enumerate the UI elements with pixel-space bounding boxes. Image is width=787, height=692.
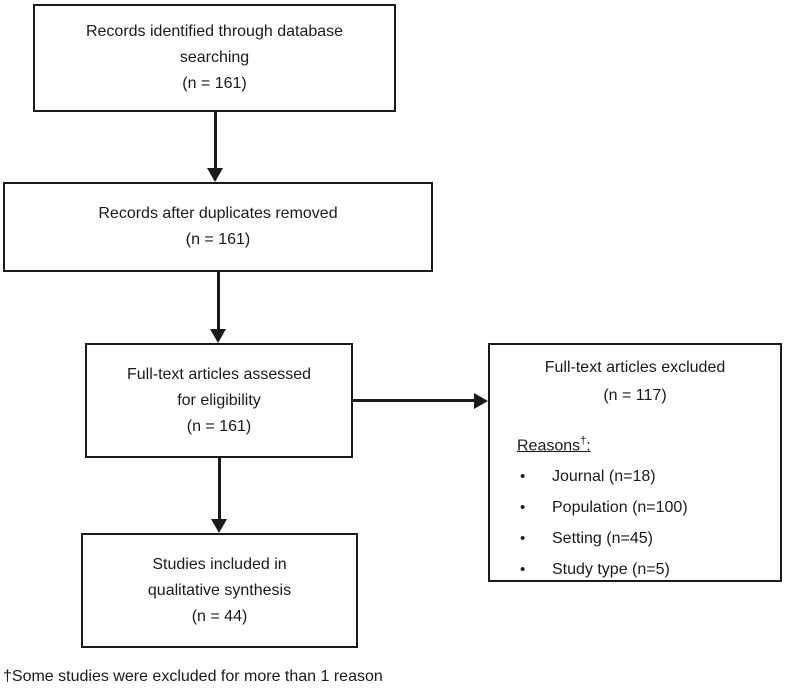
arrow-right-icon bbox=[474, 393, 488, 409]
bullet-icon: • bbox=[520, 561, 526, 579]
box-count: (n = 161) bbox=[186, 417, 252, 435]
arrow-identified-to-duplicates-line bbox=[214, 111, 217, 169]
bullet-icon: • bbox=[520, 499, 526, 517]
box-text-line: qualitative synthesis bbox=[147, 581, 292, 599]
box-count: (n = 117) bbox=[603, 387, 667, 404]
box-records-identified: Records identified through database sear… bbox=[33, 4, 396, 112]
bullet-icon: • bbox=[520, 530, 526, 548]
box-studies-included: Studies included in qualitative synthesi… bbox=[81, 533, 358, 648]
arrow-down-icon bbox=[211, 519, 227, 533]
arrow-duplicates-to-fulltext-line bbox=[217, 271, 220, 330]
list-item: • Journal (n=18) bbox=[517, 461, 780, 492]
arrow-down-icon bbox=[210, 329, 226, 343]
box-text-line: Records identified through database bbox=[85, 23, 344, 40]
box-count: (n = 161) bbox=[185, 231, 251, 248]
box-fulltext-excluded: Full-text articles excluded (n = 117) Re… bbox=[488, 343, 782, 582]
box-text-line: for eligibility bbox=[177, 391, 261, 409]
box-fulltext-assessed: Full-text articles assessed for eligibil… bbox=[85, 343, 353, 458]
footnote: †Some studies were excluded for more tha… bbox=[3, 667, 383, 687]
reasons-list: • Journal (n=18) • Population (n=100) • … bbox=[517, 461, 780, 585]
arrow-down-icon bbox=[207, 168, 223, 182]
dagger-icon: † bbox=[3, 668, 12, 685]
reasons-colon: : bbox=[586, 437, 591, 455]
dagger-superscript: † bbox=[580, 435, 587, 447]
box-text-line: Studies included in bbox=[152, 555, 287, 573]
excluded-title: Full-text articles excluded (n = 117) bbox=[490, 345, 780, 410]
list-item: • Population (n=100) bbox=[517, 492, 780, 523]
reason-text: Population (n=100) bbox=[552, 499, 688, 517]
footnote-text: Some studies were excluded for more than… bbox=[11, 668, 383, 685]
arrow-fulltext-to-excluded-line bbox=[352, 399, 475, 402]
box-text-line: searching bbox=[179, 49, 250, 66]
arrow-fulltext-to-included-line bbox=[218, 457, 221, 520]
reason-text: Study type (n=5) bbox=[552, 561, 670, 579]
box-count: (n = 161) bbox=[182, 75, 247, 92]
box-count: (n = 44) bbox=[191, 607, 248, 625]
exclusion-reasons: Reasons†: • Journal (n=18) • Population … bbox=[517, 431, 780, 585]
reason-text: Setting (n=45) bbox=[552, 530, 653, 548]
reasons-label-text: Reasons bbox=[517, 437, 581, 455]
box-text-line: Full-text articles assessed bbox=[126, 365, 312, 383]
bullet-icon: • bbox=[520, 468, 526, 486]
reasons-heading: Reasons†: bbox=[517, 431, 591, 456]
box-text-line: Full-text articles excluded bbox=[544, 359, 726, 376]
list-item: • Setting (n=45) bbox=[517, 523, 780, 554]
box-text-line: Records after duplicates removed bbox=[98, 205, 338, 222]
reason-text: Journal (n=18) bbox=[552, 468, 656, 486]
box-duplicates-removed: Records after duplicates removed (n = 16… bbox=[3, 182, 433, 272]
list-item: • Study type (n=5) bbox=[517, 554, 780, 585]
